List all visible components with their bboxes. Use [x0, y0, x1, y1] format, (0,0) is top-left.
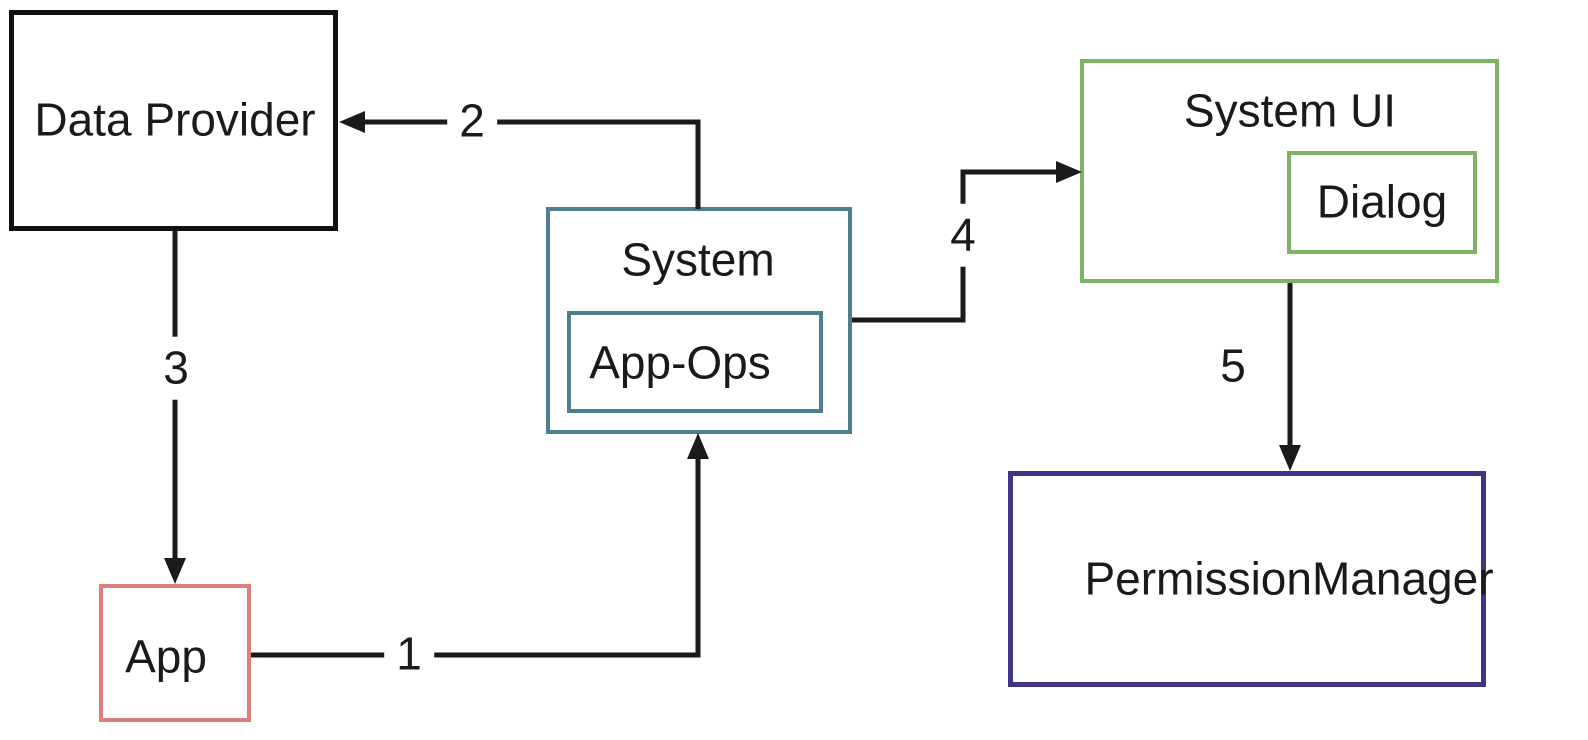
node-app-ops: [567, 311, 823, 413]
node-system: [546, 207, 852, 434]
arrow-2-system-to-data-provider: [339, 111, 701, 209]
arrow-1-app-to-system: [251, 433, 709, 658]
node-dialog: [1287, 151, 1477, 254]
node-label-dialog: Dialog: [1316, 175, 1448, 228]
node-label-system: System: [621, 233, 775, 286]
edge-label-5: 5: [1208, 334, 1258, 398]
node-system-ui: [1080, 59, 1499, 283]
node-permission-manager: [1008, 471, 1486, 687]
node-label-data-provider: Data Provider: [34, 93, 316, 146]
node-label-system-ui: System UI: [1183, 84, 1397, 137]
edge-label-2: 2: [447, 89, 497, 153]
node-data-provider: [9, 10, 338, 231]
node-app: [99, 584, 251, 722]
edge-label-3: 3: [151, 336, 201, 400]
edge-label-1: 1: [384, 622, 434, 686]
node-label-app: App: [125, 630, 207, 683]
arrow-5-system-ui-to-permission-manager: [1279, 283, 1301, 471]
node-label-app-ops: App-Ops: [589, 336, 771, 389]
arrow-3-data-provider-to-app: [164, 231, 186, 584]
node-label-permission-manager: PermissionManager: [1084, 552, 1494, 605]
edge-label-4: 4: [938, 203, 988, 267]
